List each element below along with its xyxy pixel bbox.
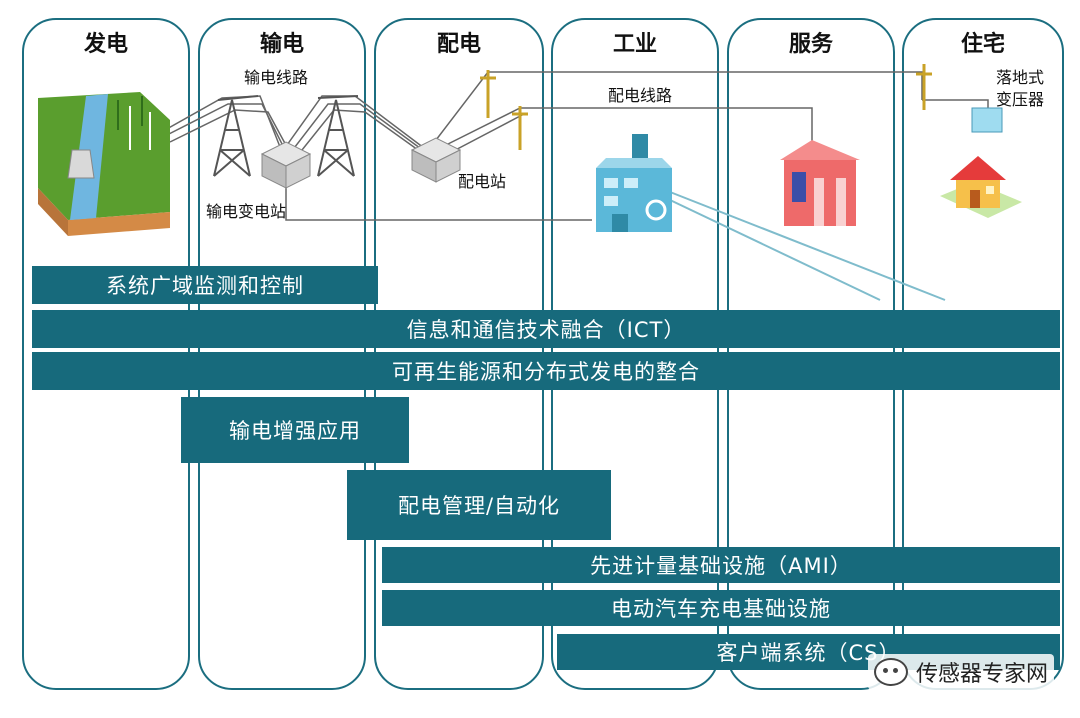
distribution-substation-icon — [410, 137, 462, 183]
transmission-tower-icon — [213, 95, 259, 177]
house-icon — [940, 156, 1022, 218]
column-title-services: 服务 — [788, 32, 833, 57]
bar-ict-integration: 信息和通信技术融合（ICT） — [32, 310, 1060, 348]
bar-ev-charging: 电动汽车充电基础设施 — [382, 590, 1060, 626]
watermark-text: 传感器专家网 — [915, 662, 1048, 687]
column-title-distribution: 配电 — [436, 32, 481, 57]
bar-renewables-integration: 可再生能源和分布式发电的整合 — [32, 352, 1060, 390]
label-padmount-transformer-line2: 变压器 — [996, 90, 1045, 109]
commercial-building-icon — [780, 140, 860, 226]
factory-icon — [596, 134, 672, 232]
bar-wide-area-monitoring: 系统广域监测和控制 — [32, 266, 378, 304]
label-transmission-substation: 输电变电站 — [206, 202, 287, 221]
label-distribution-substation: 配电站 — [458, 172, 507, 191]
bar-customer-systems: 客户端系统（CS） — [557, 634, 1060, 670]
power-plant-icon — [38, 92, 170, 236]
bar-ami: 先进计量基础设施（AMI） — [382, 547, 1060, 583]
label-distribution-line: 配电线路 — [608, 86, 673, 105]
watermark: 传感器专家网 — [867, 654, 1054, 690]
bar-distribution-management: 配电管理/自动化 — [347, 470, 611, 540]
transformer-icon — [971, 107, 1003, 133]
column-title-industry: 工业 — [612, 32, 657, 57]
transmission-substation-icon — [260, 141, 312, 189]
wechat-icon — [873, 658, 908, 686]
column-title-residential: 住宅 — [960, 32, 1005, 57]
column-title-transmission: 输电 — [259, 32, 304, 57]
utility-pole-icon — [480, 64, 932, 150]
transmission-tower-icon — [317, 95, 359, 177]
column-title-generation: 发电 — [83, 32, 128, 57]
label-transmission-line: 输电线路 — [244, 68, 309, 87]
bar-transmission-applications: 输电增强应用 — [181, 397, 409, 463]
label-padmount-transformer-line1: 落地式 — [996, 68, 1045, 87]
